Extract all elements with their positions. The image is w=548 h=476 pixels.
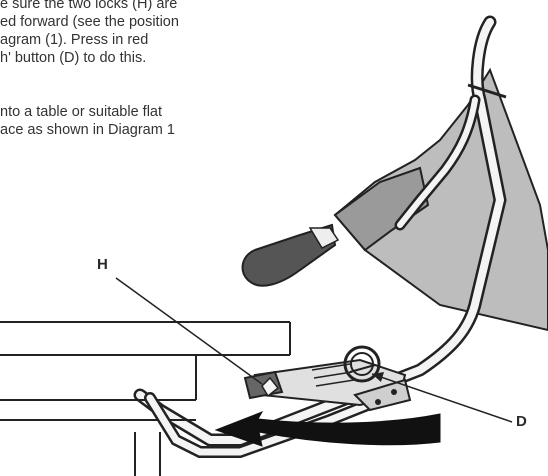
instruction-line-7: ace as shown in Diagram 1 (0, 122, 175, 138)
table (0, 321, 291, 476)
back-rail (467, 83, 507, 99)
instruction-line-4: h' button (D) to do this. (0, 50, 147, 66)
label-d: D (516, 413, 527, 430)
front-handle (241, 223, 340, 287)
release-button (343, 345, 381, 383)
leader-line-d (371, 373, 513, 423)
instruction-line-6: nto a table or suitable flat (0, 104, 163, 120)
leader-arrowhead-d (372, 372, 384, 382)
leader-line-h (115, 277, 263, 385)
chair-frame (133, 15, 507, 447)
instruction-line-3: agram (1). Press in red (0, 32, 149, 48)
clamp-mechanism (243, 358, 412, 412)
fabric-fold (333, 166, 430, 252)
instruction-line-1: e sure the two locks (H) are (0, 0, 178, 12)
lower-arm (144, 386, 406, 458)
label-h: H (97, 256, 108, 273)
motion-arrow (214, 411, 441, 447)
instruction-line-2: ed forward (see the position (0, 14, 179, 30)
